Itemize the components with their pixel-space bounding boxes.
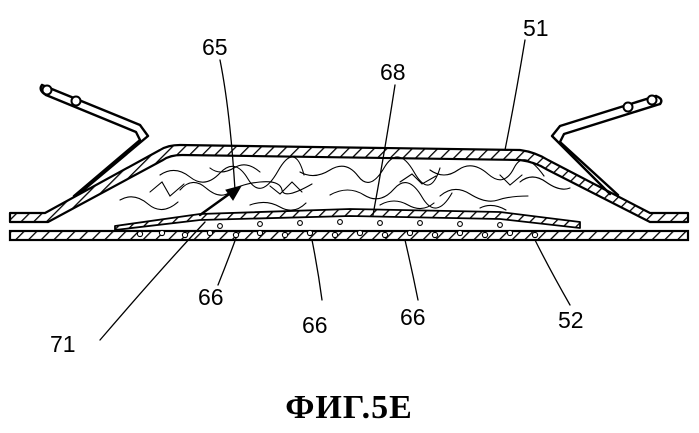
label-65: 65 xyxy=(202,34,228,60)
inner-layer-68 xyxy=(115,209,580,230)
left-arm xyxy=(41,85,148,196)
label-71: 71 xyxy=(50,331,76,357)
label-66-right: 66 xyxy=(400,304,426,330)
figure-caption: ФИГ.5Е xyxy=(285,389,413,426)
label-68: 68 xyxy=(380,59,406,85)
label-66-center: 66 xyxy=(302,312,328,338)
leader-lines xyxy=(100,40,570,340)
fibrous-core-65 xyxy=(120,157,570,210)
label-51: 51 xyxy=(523,15,549,41)
label-52: 52 xyxy=(558,307,584,333)
label-66-left: 66 xyxy=(198,284,224,310)
bottom-sheet-52 xyxy=(10,231,688,240)
